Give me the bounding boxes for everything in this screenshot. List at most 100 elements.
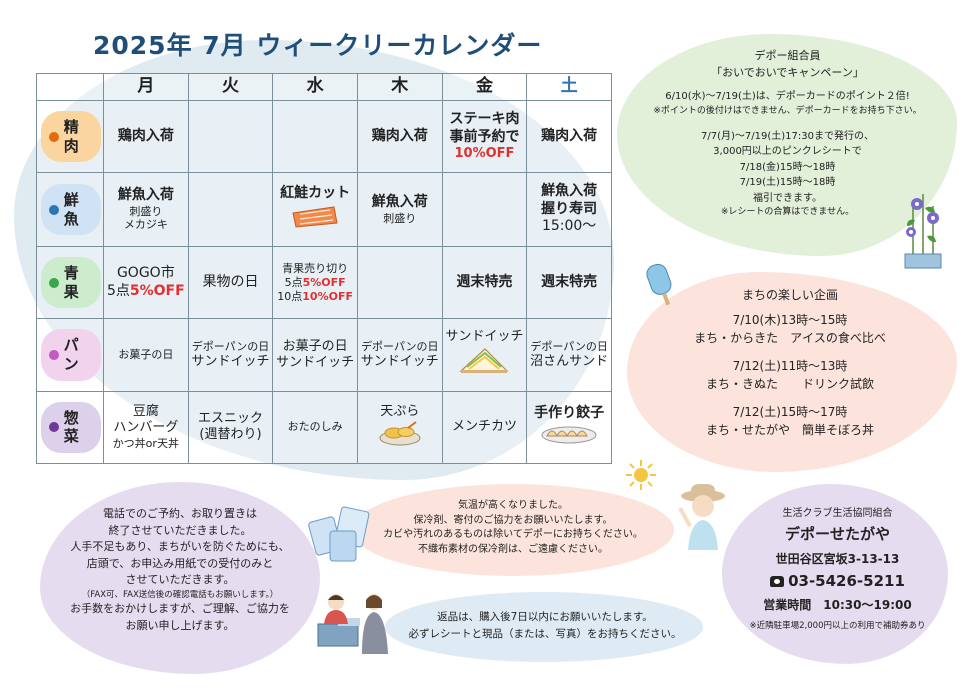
shop-blob	[722, 484, 948, 664]
day-tue: 火	[187, 73, 274, 101]
cell-meat-thu: 鶏肉入荷	[356, 99, 443, 174]
cell-bread-wed: お菓子の日 サンドイッチ	[272, 318, 358, 392]
shop-hours: 営業時間 10:30〜19:00	[763, 598, 912, 612]
cell-produce-thu	[356, 245, 443, 320]
cell-meat-fri: ステーキ肉 事前予約で 10%OFF	[441, 99, 528, 174]
category-pill: 鮮魚	[41, 183, 101, 236]
events-heading: まちの楽しい企画	[741, 288, 838, 302]
cell-fish-sat: 鮮魚入荷 握り寿司 15:00〜	[526, 172, 612, 247]
cell-fish-thu: 鮮魚入荷 刺盛り	[356, 172, 443, 247]
shop-phone: 03-5426-5211	[788, 572, 905, 590]
cell-fish-mon: 鮮魚入荷 刺盛り メカジキ	[103, 172, 189, 247]
category-fish: 鮮魚	[36, 172, 104, 247]
campaign-title: 「おいでおいでキャンペーン」	[711, 66, 864, 80]
cell-bread-mon: お菓子の日	[103, 318, 189, 392]
notice-line: お願い申し上げます。	[125, 618, 235, 632]
cell-text: 鶏肉入荷	[117, 127, 174, 144]
cell-bread-tue: デポーパンの日 サンドイッチ	[187, 318, 274, 392]
shop-phone-line: 03-5426-5211	[735, 572, 940, 590]
cell-text: 5点	[284, 275, 303, 289]
shop-name: デポーせたがや	[784, 525, 890, 543]
cell-bread-sat: デポーパンの日 沼さんサンド	[526, 318, 612, 392]
cell-text: 5点	[106, 282, 130, 299]
cell-bread-thu: デポーパンの日 サンドイッチ	[356, 318, 443, 392]
notice-line: カビや汚れのあるものは除いてデポーにお持ちください。	[383, 529, 643, 540]
cell-text: かつ丼or天丼	[112, 436, 179, 450]
cell-text: デポーパンの日	[530, 339, 608, 353]
cell-text: 青果売り切り	[282, 262, 349, 275]
cell-text: お菓子の日	[118, 347, 174, 361]
category-label: 鮮魚	[63, 190, 79, 228]
bullet-icon	[49, 349, 59, 360]
notice-line: 終了させていただきました。	[108, 523, 252, 537]
cell-text: デポーパンの日	[361, 339, 439, 353]
day-mon: 月	[103, 73, 189, 101]
cell-produce-sat: 週末特売	[526, 245, 612, 320]
page-title: 2025年 7月 ウィークリーカレンダー	[93, 31, 543, 60]
cell-meat-wed	[272, 99, 358, 174]
category-label: 青果	[63, 263, 79, 301]
cell-text: ステーキ肉	[449, 111, 520, 128]
notice-line: 不織布素材の保冷剤は、ご遠慮ください。	[418, 543, 608, 555]
category-deli: 惣菜	[36, 390, 104, 465]
row-bread: パン お菓子の日 デポーパンの日 サンドイッチ お菓子の日 サンドイッチ デポー…	[36, 318, 612, 392]
morning-glory-icon	[904, 194, 942, 269]
day-thu: 木	[356, 73, 443, 101]
campaign-line: 7/18(金)15時〜18時	[739, 161, 836, 173]
row-meat: 精肉 鶏肉入荷 鶏肉入荷 ステーキ肉 事前予約で 10%OFF 鶏肉入荷	[36, 99, 612, 174]
bullet-icon	[49, 277, 59, 288]
tempura-icon	[379, 421, 421, 446]
cell-text: 刺盛り	[129, 204, 163, 218]
calendar-header-row: 月 火 水 木 金 土	[36, 73, 612, 101]
parking-note: ※近隣駐車場2,000円以上の利用で補助券あり	[749, 621, 926, 631]
category-pill: 青果	[41, 256, 101, 309]
cell-text: GOGO市	[116, 265, 175, 282]
sandwich-icon	[459, 348, 509, 374]
notice-line: お手数をおかけしますが、ご理解、ご協力を	[70, 602, 290, 616]
row-fish: 鮮魚 鮮魚入荷 刺盛り メカジキ 紅鮭カット 鮮魚入荷 刺盛り 鮮魚	[36, 172, 612, 247]
heat-notice-blob	[352, 484, 674, 576]
category-pill: 惣菜	[41, 401, 101, 454]
campaign-line: 3,000円以上のピンクレシートで	[713, 146, 862, 158]
category-pill: 精肉	[41, 110, 101, 163]
campaign-panel: デポー組合員 「おいでおいでキャンペーン」 6/10(水)〜7/19(土)は、デ…	[630, 47, 945, 220]
cell-text: 手作り餃子	[534, 404, 605, 421]
event-time: 7/10(木)13時〜15時	[732, 313, 848, 327]
event-desc: まち・きぬた ドリンク試飲	[705, 377, 874, 391]
event-desc: まち・せたがや 簡単そぼろ丼	[705, 423, 874, 437]
cell-meat-sat: 鶏肉入荷	[526, 99, 612, 174]
woman-illustration	[678, 484, 725, 550]
shop-staff-illustration	[317, 594, 388, 654]
cell-text: ハンバーグ	[113, 420, 179, 436]
cell-deli-mon: 豆腐 ハンバーグ かつ丼or天丼	[103, 390, 189, 465]
cell-text: メカジキ	[123, 218, 168, 232]
cell-text: 沼さんサンド	[530, 353, 609, 369]
events-panel: まちの楽しい企画 7/10(木)13時〜15時 まち・からきた アイスの食べ比べ…	[640, 286, 940, 439]
cell-text: 鮮魚入荷	[541, 183, 598, 200]
notice-line: 気温が高くなりました。	[458, 500, 568, 511]
notice-left-blob	[40, 482, 320, 674]
cell-text: 10点	[277, 289, 303, 303]
cell-text: 鮮魚入荷	[117, 187, 174, 204]
campaign-line: デポー組合員	[754, 49, 821, 62]
cell-deli-thu: 天ぷら	[356, 390, 443, 465]
corner-cell	[36, 73, 104, 101]
campaign-line: 7/19(土)15時〜18時	[739, 177, 836, 189]
cell-text: おたのしみ	[287, 420, 343, 434]
cell-fish-fri	[441, 172, 528, 247]
cell-text: 豆腐	[132, 404, 159, 420]
ice-pack-icon	[308, 506, 370, 562]
notice-line: 人手不足もあり、まちがいを防ぐためにも、	[70, 540, 290, 553]
phone-reservation-notice: 電話でのご予約、お取り置きは 終了させていただきました。 人手不足もあり、まちが…	[48, 506, 312, 634]
cell-text: デポーパンの日	[191, 339, 270, 353]
shop-org: 生活クラブ生活協同組合	[782, 508, 893, 519]
campaign-line: 福引できます。	[753, 192, 822, 204]
cell-deli-tue: エスニック (週替わり)	[187, 390, 274, 465]
notice-line: 保冷剤、寄付のご協力をお願いいたします。	[413, 514, 613, 526]
notice-line: 必ずレシートと現品（または、写真）をお持ちください。	[408, 627, 682, 640]
cell-text: メンチカツ	[451, 419, 517, 435]
cell-fish-wed: 紅鮭カット	[272, 172, 358, 247]
bullet-icon	[49, 422, 59, 433]
cell-text: 果物の日	[202, 273, 259, 290]
salmon-icon	[292, 206, 338, 228]
